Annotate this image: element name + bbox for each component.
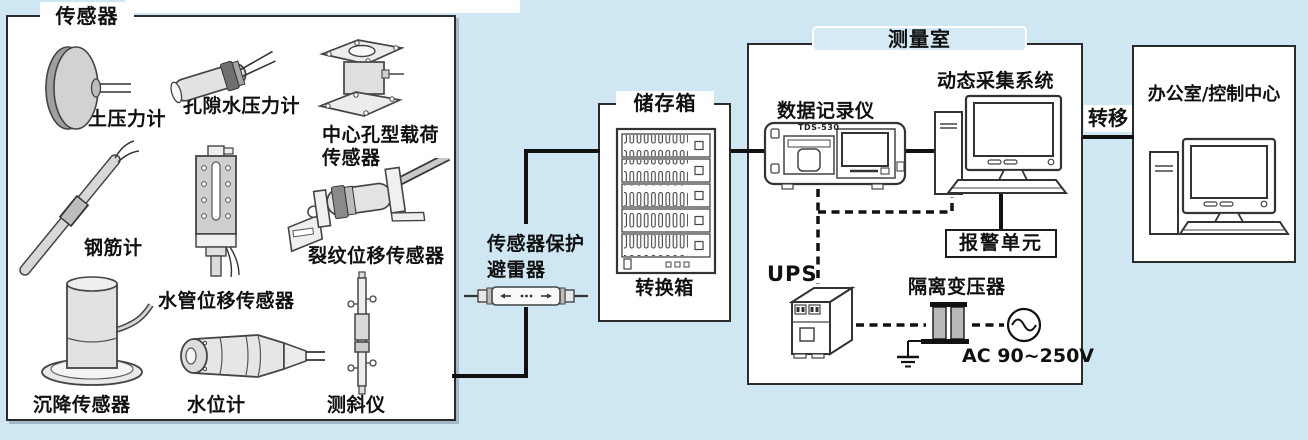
pipe-displacement-label: 水管位移传感器 (158, 290, 295, 312)
sensor-box-title: 传感器 (40, 2, 134, 29)
daq-computer-illustration (934, 94, 1069, 195)
sensor-to-arrester-line (452, 307, 528, 378)
daq-system-label: 动态采集系统 (937, 70, 1055, 92)
conversion-box-label: 转换箱 (635, 277, 694, 299)
rebar-gauge-label: 钢筋计 (84, 237, 143, 259)
solid-signal-lines (452, 135, 1134, 378)
pore-pressure-gauge-illustration (170, 50, 276, 104)
center-hole-load-cell-illustration (317, 39, 405, 117)
water-level-gauge-label: 水位计 (187, 394, 246, 416)
data-logger-illustration (763, 121, 907, 190)
center-hole-load-cell-label: 中心孔型载荷传感器 (322, 124, 440, 169)
arrester-label: 传感器保护避雷器 (487, 233, 585, 281)
ac-voltage-label: AC 90~250V (962, 345, 1094, 367)
soil-pressure-gauge-label: 土压力计 (88, 108, 167, 130)
alarm-unit-box: 报警单元 (945, 229, 1057, 258)
isolation-transformer-symbol (921, 302, 969, 344)
rebar-gauge-illustration (19, 140, 140, 276)
transformer-label: 隔离变压器 (908, 276, 1006, 298)
top-white-band (125, 0, 520, 13)
lightning-arrester-illustration (464, 286, 588, 306)
ground-symbol (897, 340, 921, 368)
ups-label: UPS (767, 262, 818, 286)
storage-box-title: 储存箱 (616, 91, 714, 115)
ac-source-symbol (1006, 307, 1042, 343)
arrester-to-storage-line (524, 149, 600, 224)
dashed-power-lines (816, 189, 1004, 327)
inclinometer-illustration (347, 271, 377, 395)
crack-displacement-sensor-illustration (287, 158, 451, 253)
transfer-label: 转移 (1084, 105, 1132, 132)
measurement-room-title: 测量室 (812, 26, 1027, 52)
settlement-sensor-illustration (41, 276, 154, 386)
ups-illustration (788, 286, 856, 359)
dashed-branch-to-daq (818, 197, 954, 214)
pore-pressure-gauge-label: 孔隙水压力计 (183, 95, 301, 117)
data-logger-model-label: TDS-530 (798, 123, 840, 132)
data-logger-label: 数据记录仪 (777, 100, 875, 122)
soil-pressure-gauge-illustration (45, 46, 131, 130)
inclinometer-label: 测斜仪 (327, 394, 386, 416)
conversion-rack-illustration (615, 127, 717, 275)
water-level-gauge-illustration (180, 334, 325, 378)
crack-displacement-label: 裂纹位移传感器 (308, 245, 445, 267)
office-computer-illustration (1149, 137, 1290, 235)
settlement-sensor-label: 沉降传感器 (33, 394, 131, 416)
pipe-displacement-sensor-illustration (195, 145, 240, 278)
office-title: 办公室/控制中心 (1147, 84, 1281, 105)
